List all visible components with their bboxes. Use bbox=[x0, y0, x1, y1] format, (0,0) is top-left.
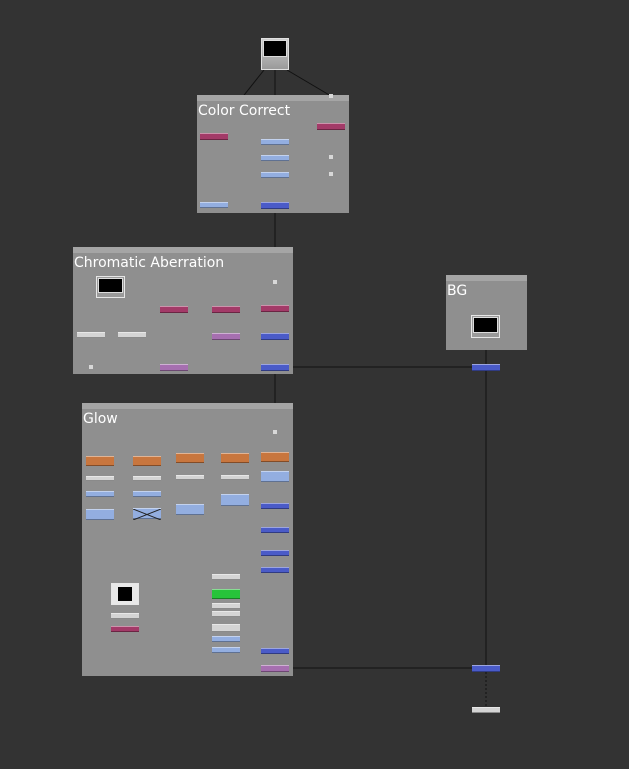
merge-node[interactable] bbox=[261, 202, 289, 209]
transform-node[interactable] bbox=[212, 574, 240, 580]
dot-node[interactable] bbox=[273, 280, 277, 284]
grade-node[interactable] bbox=[86, 491, 114, 497]
dot-node[interactable] bbox=[329, 94, 333, 98]
backdrop-title: Color Correct bbox=[198, 103, 291, 119]
mix-node[interactable] bbox=[160, 364, 188, 371]
write-node[interactable] bbox=[472, 707, 500, 713]
transform-node[interactable] bbox=[212, 603, 240, 609]
backdrop-title: Chromatic Aberration bbox=[74, 255, 225, 271]
transform-node[interactable] bbox=[111, 613, 139, 619]
grade-node[interactable] bbox=[212, 636, 240, 642]
merge-node[interactable] bbox=[472, 665, 500, 672]
merge-node[interactable] bbox=[261, 527, 289, 533]
grade-node[interactable] bbox=[200, 202, 228, 208]
read-node[interactable] bbox=[261, 38, 289, 70]
backdrop-color-correct[interactable]: Color Correct bbox=[197, 95, 349, 213]
channel-node[interactable] bbox=[261, 305, 289, 312]
merge-node[interactable] bbox=[261, 333, 289, 340]
transform-node[interactable] bbox=[77, 332, 105, 338]
blur-node[interactable] bbox=[221, 453, 249, 463]
disabled-x-icon bbox=[133, 509, 161, 520]
channel-node[interactable] bbox=[317, 123, 345, 130]
glow-mask-node[interactable] bbox=[111, 583, 139, 605]
channel-node[interactable] bbox=[200, 133, 228, 140]
merge-node[interactable] bbox=[261, 648, 289, 654]
chroma-source-node[interactable] bbox=[96, 276, 125, 298]
blur-node[interactable] bbox=[261, 452, 289, 462]
backdrop-bg[interactable]: BG bbox=[446, 275, 527, 350]
merge-node[interactable] bbox=[261, 364, 289, 371]
backdrop-title: Glow bbox=[83, 411, 118, 427]
channel-node[interactable] bbox=[111, 626, 139, 632]
bg-constant-node[interactable] bbox=[471, 315, 500, 338]
transform-node[interactable] bbox=[176, 475, 204, 480]
disabled-grade-node[interactable] bbox=[133, 508, 161, 520]
grade-node[interactable] bbox=[176, 504, 204, 515]
grade-node[interactable] bbox=[212, 647, 240, 653]
mix-node[interactable] bbox=[261, 665, 289, 672]
dot-node[interactable] bbox=[329, 155, 333, 159]
bg-thumbnail bbox=[473, 317, 498, 333]
grade-node[interactable] bbox=[261, 471, 289, 482]
dot-node[interactable] bbox=[273, 430, 277, 434]
dot-node[interactable] bbox=[89, 365, 93, 369]
grade-node[interactable] bbox=[221, 494, 249, 506]
transform-node[interactable] bbox=[118, 332, 146, 338]
mix-node[interactable] bbox=[212, 333, 240, 340]
transform-node[interactable] bbox=[221, 475, 249, 480]
merge-node[interactable] bbox=[261, 567, 289, 573]
glow-mask-thumbnail bbox=[118, 587, 132, 601]
merge-node[interactable] bbox=[472, 364, 500, 371]
grade-node[interactable] bbox=[261, 139, 289, 145]
grade-node[interactable] bbox=[261, 172, 289, 178]
channel-node[interactable] bbox=[212, 306, 240, 313]
blur-node[interactable] bbox=[176, 453, 204, 463]
read-thumbnail bbox=[263, 40, 287, 57]
blur-node[interactable] bbox=[133, 456, 161, 466]
backdrop-glow[interactable]: Glow bbox=[82, 403, 293, 676]
transform-node[interactable] bbox=[212, 611, 240, 617]
grade-node[interactable] bbox=[86, 509, 114, 520]
channel-node[interactable] bbox=[160, 306, 188, 313]
transform-node[interactable] bbox=[212, 624, 240, 632]
transform-node[interactable] bbox=[86, 476, 114, 481]
merge-node[interactable] bbox=[261, 550, 289, 556]
grade-node[interactable] bbox=[261, 155, 289, 161]
backdrop-title: BG bbox=[447, 283, 468, 299]
dot-node[interactable] bbox=[329, 172, 333, 176]
transform-node[interactable] bbox=[133, 476, 161, 481]
merge-node[interactable] bbox=[261, 503, 289, 509]
constant-node[interactable] bbox=[212, 589, 240, 599]
blur-node[interactable] bbox=[86, 456, 114, 466]
chroma-source-thumbnail bbox=[98, 278, 123, 293]
grade-node[interactable] bbox=[133, 491, 161, 497]
